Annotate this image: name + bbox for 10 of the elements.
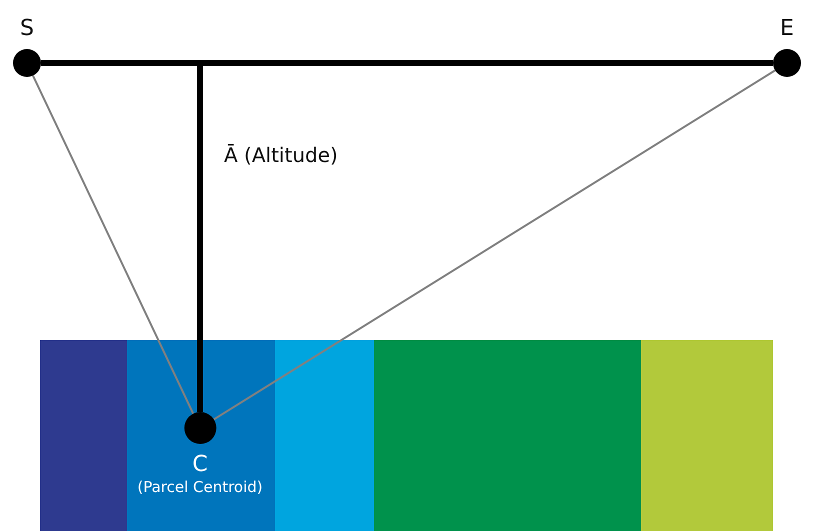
point-node	[137, 412, 263, 497]
point-label: S	[20, 16, 34, 41]
connector-line	[213, 70, 776, 420]
connector-line	[197, 63, 203, 412]
point-label: C	[192, 452, 208, 478]
connector-line	[32, 75, 194, 414]
point-node	[13, 16, 41, 77]
point-label: E	[780, 16, 794, 41]
point-caption: (Parcel Centroid)	[137, 479, 263, 497]
connector-line	[41, 60, 773, 66]
